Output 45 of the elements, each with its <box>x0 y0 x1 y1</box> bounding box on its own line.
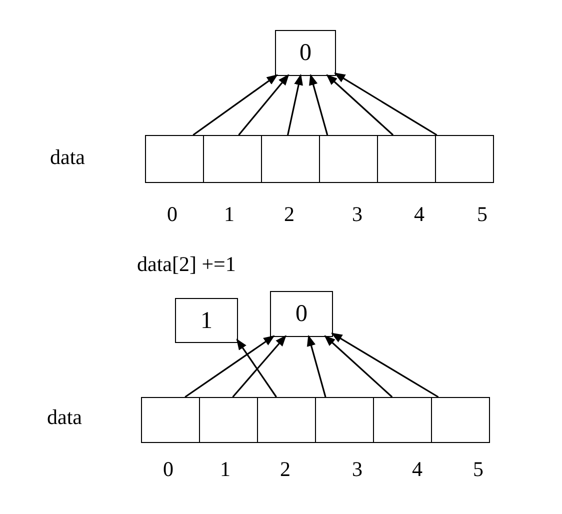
value-box <box>175 298 238 343</box>
index-label: 2 <box>284 204 294 225</box>
value-text: 0 <box>300 41 312 65</box>
array-cell <box>145 135 204 183</box>
array-cell <box>261 135 320 183</box>
index-label: 4 <box>412 459 422 480</box>
array-name: data <box>50 147 85 168</box>
array-cell <box>199 397 258 443</box>
value-text: 0 <box>296 302 308 326</box>
arrow <box>331 332 439 398</box>
array-cell <box>377 135 436 183</box>
array-cell <box>141 397 200 443</box>
code-text: data[2] +=1 <box>137 254 236 275</box>
value-box <box>275 30 336 76</box>
arrow <box>192 74 278 136</box>
index-label: 5 <box>473 459 484 480</box>
arrow <box>238 74 290 136</box>
arrow <box>334 72 438 136</box>
arrow <box>236 338 277 398</box>
arrow <box>232 335 286 398</box>
index-label: 0 <box>163 459 174 480</box>
index-label: 1 <box>224 204 234 225</box>
arrow <box>306 334 326 398</box>
index-label: 3 <box>352 459 362 480</box>
array-name: data <box>47 407 82 428</box>
array-cell <box>431 397 490 443</box>
array-cell <box>203 135 262 183</box>
index-label: 3 <box>352 204 362 225</box>
index-label: 2 <box>280 459 290 480</box>
arrow <box>309 74 328 136</box>
index-label: 4 <box>414 204 424 225</box>
arrow <box>184 335 275 398</box>
value-text: 1 <box>200 308 212 332</box>
array-cell <box>257 397 316 443</box>
arrow <box>287 74 303 136</box>
array-cell <box>373 397 432 443</box>
array-cell <box>319 135 378 183</box>
index-label: 1 <box>220 459 230 480</box>
index-label: 5 <box>477 204 488 225</box>
arrow <box>324 335 393 398</box>
value-box <box>270 291 333 337</box>
array-cell <box>315 397 374 443</box>
array-cell <box>435 135 494 183</box>
arrow <box>326 74 394 136</box>
index-label: 0 <box>167 204 178 225</box>
